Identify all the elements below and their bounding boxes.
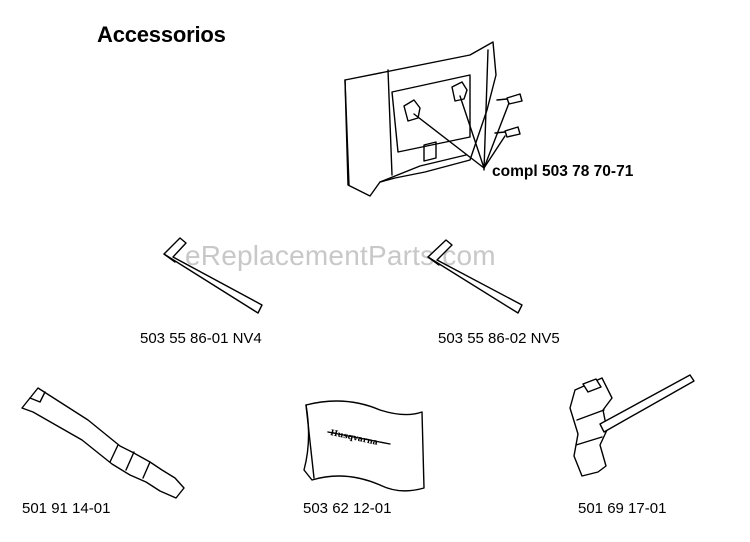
page-title: Accessorios <box>97 22 226 47</box>
guide-case-label: 503 62 12-01 <box>303 500 392 517</box>
guard-plate-label: compl 503 78 70-71 <box>492 163 634 180</box>
file-handle-drawing <box>21 387 185 499</box>
hex-key-nv4-label: 503 55 86-01 NV4 <box>140 330 262 347</box>
hex-key-nv5-label: 503 55 86-02 NV5 <box>438 330 560 347</box>
combi-wrench-drawing <box>569 374 695 477</box>
hex-key-nv5-drawing <box>427 239 523 314</box>
guard-plate-drawing <box>344 41 523 197</box>
file-handle-label: 501 91 14-01 <box>22 500 111 517</box>
combi-wrench-label: 501 69 17-01 <box>578 500 667 517</box>
guide-case-drawing <box>303 400 425 492</box>
hex-key-nv4-drawing <box>163 237 263 314</box>
